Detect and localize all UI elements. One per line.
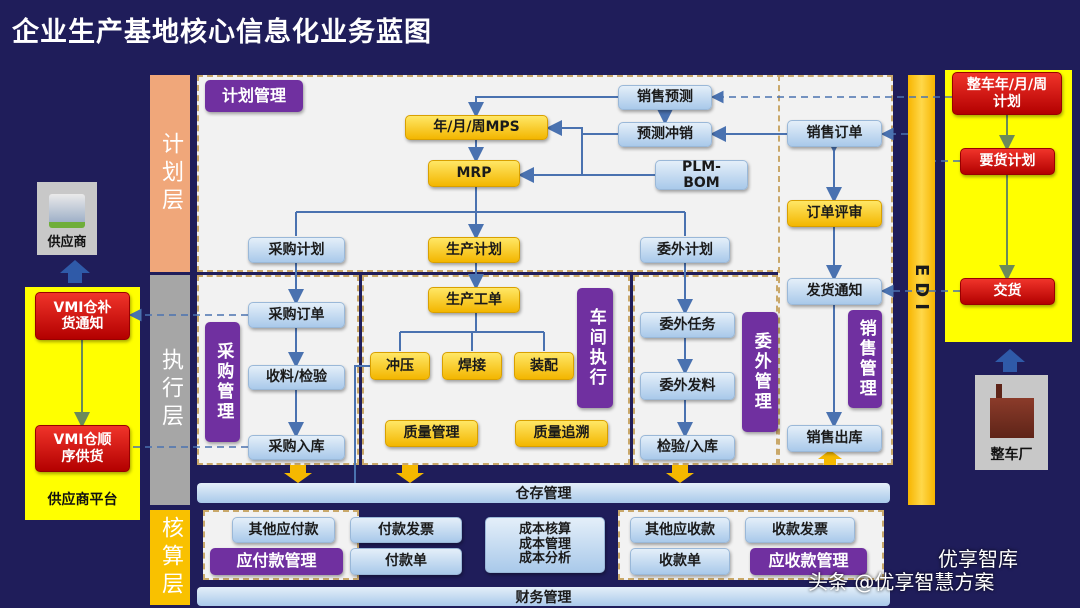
factory-icon [989,384,1034,438]
purchase-order-box[interactable]: 采购订单 [248,302,345,328]
outsource-plan-box[interactable]: 委外计划 [640,237,730,263]
outsource-management-header: 委外管理 [742,312,778,432]
mps-box[interactable]: 年/月/周MPS [405,115,548,140]
plm-bom-box[interactable]: PLM-BOM [655,159,748,191]
cost-management: 成本管理 [518,536,571,552]
oem-plan-box[interactable]: 整车年/月/周计划 [952,72,1062,115]
payable-management-header: 应付款管理 [210,548,343,575]
vmi-replenish-box[interactable]: VMI仓补货通知 [35,292,130,340]
delivery-notice-box[interactable]: 发货通知 [787,278,882,305]
demand-plan-box[interactable]: 要货计划 [960,148,1055,175]
sales-out-box[interactable]: 销售出库 [787,425,882,452]
watermark-source: 头条 @优享智慧方案 [808,570,995,594]
delivery-box[interactable]: 交货 [960,278,1055,305]
cost-analysis: 成本分析 [518,551,571,567]
supplier-platform-label: 供应商平台 [47,492,118,508]
production-plan-box[interactable]: 生产计划 [428,237,520,263]
receipt-bill-box[interactable]: 收款单 [630,548,730,575]
layer-account: 核算层 [150,510,190,605]
order-review-box[interactable]: 订单评审 [787,200,882,227]
outsource-issue-box[interactable]: 委外发料 [640,372,735,400]
oem-factory-card[interactable]: 整车厂 [975,375,1048,470]
other-receivable-box[interactable]: 其他应收款 [630,517,730,543]
stamping-box[interactable]: 冲压 [370,352,430,380]
forecast-offset-box[interactable]: 预测冲销 [618,122,712,147]
other-payable-box[interactable]: 其他应付款 [232,517,335,543]
supplier-building-icon [49,194,85,228]
receiving-inspection-box[interactable]: 收料/检验 [248,365,345,390]
layer-exec: 执行层 [150,275,190,505]
finance-management-bar[interactable]: 财务管理 [197,587,890,606]
warehouse-management-bar[interactable]: 仓存管理 [197,483,890,503]
edi-bar: EDI [908,75,935,505]
quality-management-box[interactable]: 质量管理 [385,420,478,447]
supplier-card[interactable]: 供应商 [37,182,97,255]
receipt-invoice-box[interactable]: 收款发票 [745,517,855,543]
payment-invoice-box[interactable]: 付款发票 [350,517,462,543]
sales-forecast-box[interactable]: 销售预测 [618,85,712,110]
quality-trace-box[interactable]: 质量追溯 [515,420,608,447]
page-title: 企业生产基地核心信息化业务蓝图 [12,17,432,48]
payment-bill-box[interactable]: 付款单 [350,548,462,575]
receivable-management-header: 应收款管理 [750,548,867,575]
cost-accounting: 成本核算 [518,521,571,537]
work-order-box[interactable]: 生产工单 [428,287,520,313]
mrp-box[interactable]: MRP [428,160,520,187]
sales-order-box[interactable]: 销售订单 [787,120,882,147]
edi-label: EDI [911,264,932,316]
inspect-in-box[interactable]: 检验/入库 [640,435,735,460]
oem-factory-label: 整车厂 [990,447,1033,463]
supplier-label: 供应商 [47,235,87,250]
workshop-execution-header: 车间执行 [577,288,613,408]
cost-box[interactable]: 成本核算 成本管理 成本分析 [485,517,605,573]
purchase-plan-box[interactable]: 采购计划 [248,237,345,263]
outsource-task-box[interactable]: 委外任务 [640,312,735,338]
watermark-brand: 优享智库 [938,547,1018,571]
vmi-sequence-box[interactable]: VMI仓顺序供货 [35,425,130,472]
plan-management-header: 计划管理 [205,80,303,112]
layer-plan: 计划层 [150,75,190,272]
welding-box[interactable]: 焊接 [442,352,502,380]
purchase-in-box[interactable]: 采购入库 [248,435,345,460]
sales-management-header: 销售管理 [848,310,882,408]
assembly-box[interactable]: 装配 [514,352,574,380]
purchase-management-header: 采购管理 [205,322,240,442]
